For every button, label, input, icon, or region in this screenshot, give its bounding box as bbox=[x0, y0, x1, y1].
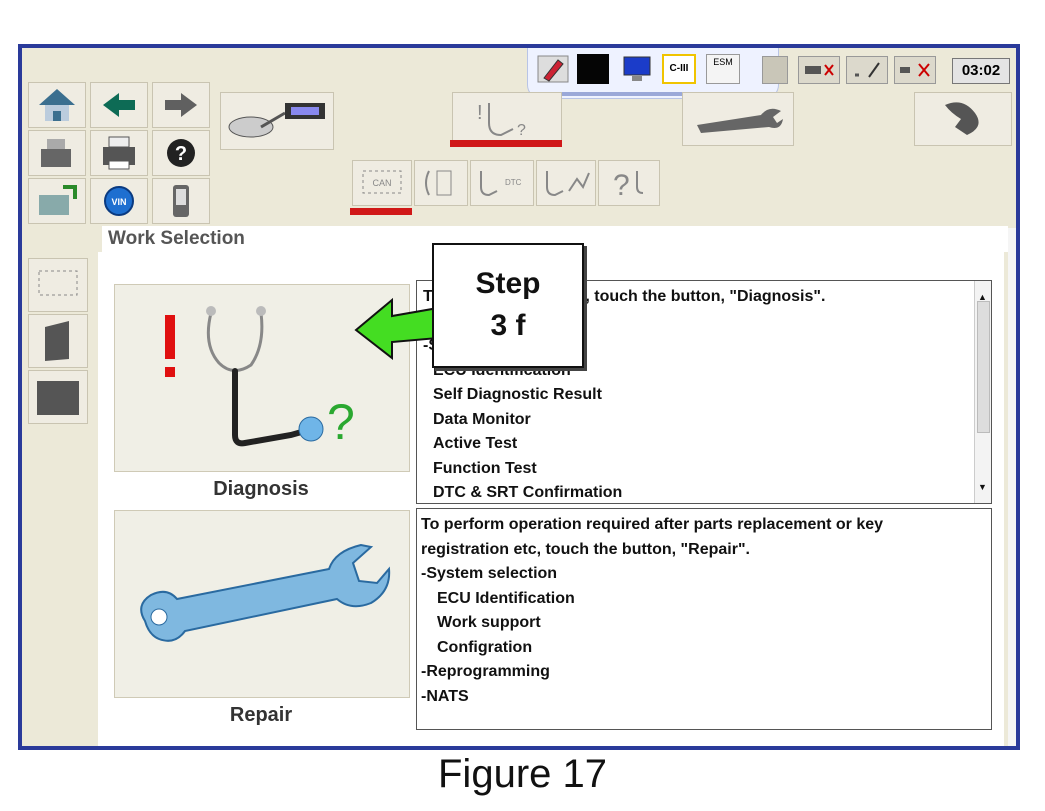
printer-icon bbox=[103, 136, 135, 170]
step-callout: Step 3 f bbox=[432, 243, 584, 368]
diagnosis-button[interactable]: ? bbox=[114, 284, 410, 472]
help-icon: ? bbox=[167, 139, 195, 167]
stethoscope-icon: ? bbox=[165, 306, 355, 450]
camera-icon bbox=[41, 139, 71, 167]
scroll-thumb[interactable] bbox=[977, 301, 990, 433]
pen-icon[interactable] bbox=[536, 54, 570, 84]
page-scrollbar[interactable] bbox=[1008, 228, 1016, 746]
back-button[interactable] bbox=[90, 82, 148, 128]
repair-desc-line: -NATS bbox=[421, 687, 469, 705]
diagnosis-tab[interactable]: ! ? bbox=[452, 92, 562, 146]
repair-tab[interactable] bbox=[682, 92, 794, 146]
dtc-tab[interactable]: DTC bbox=[470, 160, 534, 206]
side-book-tab[interactable] bbox=[28, 314, 88, 368]
print-button[interactable] bbox=[90, 130, 148, 176]
callout-line1: Step bbox=[475, 267, 541, 300]
forward-button[interactable] bbox=[152, 82, 210, 128]
app-window: C-III ESM 03:02 bbox=[18, 44, 1020, 750]
svg-text:?: ? bbox=[175, 143, 187, 165]
diagnosis-scrollbar[interactable]: ▲ ▼ bbox=[974, 281, 991, 503]
side-tabs bbox=[28, 258, 88, 438]
phone-button[interactable] bbox=[152, 178, 210, 224]
diagnosis-label: Diagnosis bbox=[213, 478, 309, 500]
back-arrow-icon bbox=[103, 93, 135, 117]
question-icon: ? bbox=[613, 169, 644, 202]
repair-desc-line: -Reprogramming bbox=[421, 663, 550, 680]
vin-icon: VIN bbox=[104, 186, 134, 216]
svg-text:DTC: DTC bbox=[505, 178, 522, 187]
green-arrow-icon bbox=[354, 297, 439, 360]
svg-text:?: ? bbox=[517, 122, 526, 139]
repair-description: To perform operation required after part… bbox=[416, 508, 992, 730]
esm-icon[interactable]: ESM bbox=[706, 54, 740, 84]
signal-icon[interactable] bbox=[846, 56, 888, 84]
clock-display: 03:02 bbox=[952, 58, 1010, 84]
diagnosis-desc-item: Active Test bbox=[433, 435, 518, 452]
nav-grid: ? VIN bbox=[28, 82, 218, 232]
svg-text:?: ? bbox=[613, 169, 630, 202]
taskbar-popup: C-III ESM bbox=[527, 48, 779, 99]
can-small-icon bbox=[38, 270, 78, 296]
scan-button[interactable] bbox=[28, 178, 86, 224]
repair-desc-line: Configration bbox=[437, 638, 533, 656]
vehicle-display-button[interactable]: VIN bbox=[90, 178, 148, 224]
vehicle-meter-button[interactable] bbox=[220, 92, 334, 150]
home-icon bbox=[39, 89, 75, 121]
repair-desc-line: To perform operation required after part… bbox=[421, 516, 884, 533]
svg-text:CAN: CAN bbox=[372, 178, 391, 188]
folder-icon bbox=[37, 381, 79, 415]
can-icon: CAN bbox=[362, 170, 402, 194]
book-icon bbox=[45, 321, 69, 361]
data-monitor-tab[interactable] bbox=[536, 160, 596, 206]
svg-text:VIN: VIN bbox=[111, 197, 126, 207]
scroll-down-icon[interactable]: ▼ bbox=[978, 481, 987, 492]
home-button[interactable] bbox=[28, 82, 86, 128]
repair-desc-line: ECU Identification bbox=[437, 589, 575, 607]
dtc-icon: DTC bbox=[480, 171, 522, 197]
vehicle-meter-icon bbox=[228, 103, 325, 138]
repair-desc-line: Work support bbox=[437, 614, 541, 631]
phone-icon bbox=[173, 185, 189, 217]
stethoscope-small-icon: ! ? bbox=[477, 102, 526, 139]
repair-desc-line: -System selection bbox=[421, 565, 558, 582]
forward-arrow-icon bbox=[165, 93, 197, 117]
repair-desc-line: registration etc, touch the button, "Rep… bbox=[421, 540, 750, 558]
ecu-list-tab[interactable] bbox=[414, 160, 468, 206]
side-can-tab[interactable] bbox=[28, 258, 88, 312]
help-tab[interactable]: ? bbox=[598, 160, 660, 206]
diagnosis-desc-item: Function Test bbox=[433, 459, 537, 477]
wrench-small-icon bbox=[697, 108, 783, 133]
can-tab-indicator bbox=[350, 208, 412, 215]
repair-label: Repair bbox=[229, 704, 293, 726]
monitor-icon[interactable] bbox=[620, 54, 654, 84]
can-tab[interactable]: CAN bbox=[352, 160, 412, 206]
svg-text:!: ! bbox=[477, 102, 483, 124]
ecu-tab[interactable] bbox=[914, 92, 1012, 146]
tray-icon-1[interactable] bbox=[762, 56, 788, 84]
help-button[interactable]: ? bbox=[152, 130, 210, 176]
connection-icon[interactable] bbox=[894, 56, 936, 84]
battery-icon[interactable] bbox=[798, 56, 840, 84]
popup-scroll-indicator bbox=[548, 92, 758, 96]
diagnosis-desc-item: Self Diagnostic Result bbox=[433, 386, 602, 403]
c-iii-icon[interactable]: C-III bbox=[662, 54, 696, 84]
app-screen: C-III ESM 03:02 bbox=[22, 48, 1016, 746]
diagnosis-desc-item: DTC & SRT Confirmation bbox=[433, 484, 623, 501]
svg-text:?: ? bbox=[327, 394, 355, 450]
wrench-icon bbox=[140, 543, 391, 642]
monitor-graph-icon bbox=[546, 171, 590, 197]
side-folder-tab[interactable] bbox=[28, 370, 88, 424]
camera-button[interactable] bbox=[28, 130, 86, 176]
diagnosis-tab-indicator bbox=[450, 140, 562, 147]
black-square-icon[interactable] bbox=[576, 54, 610, 84]
callout-line2: 3 f bbox=[490, 309, 526, 342]
figure-caption: Figure 17 bbox=[438, 752, 607, 796]
repair-button[interactable] bbox=[114, 510, 410, 698]
list-icon bbox=[425, 170, 452, 196]
scroll-up-icon[interactable]: ▲ bbox=[978, 292, 987, 302]
ecu-icon bbox=[945, 102, 979, 135]
scan-icon bbox=[39, 185, 77, 215]
diagnosis-desc-item: Data Monitor bbox=[433, 410, 531, 428]
